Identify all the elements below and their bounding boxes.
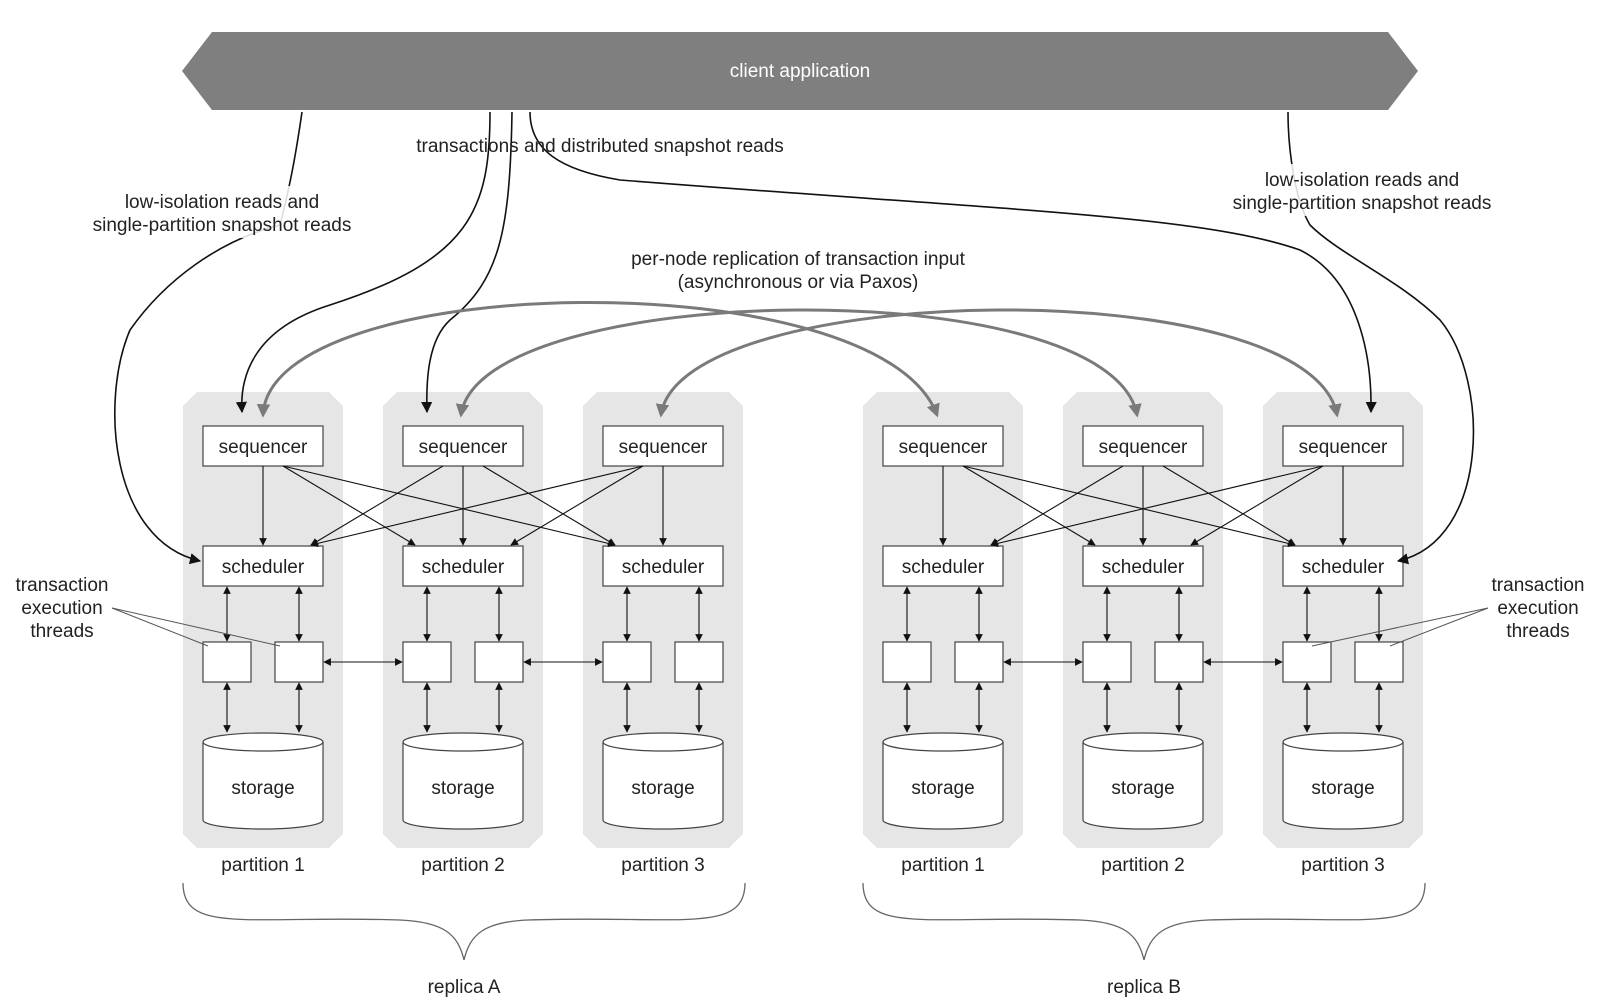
replication-label-line2: (asynchronous or via Paxos) [678, 272, 919, 293]
threads-label-left-line3: threads [30, 621, 93, 642]
transactions-label: transactions and distributed snapshot re… [416, 136, 784, 157]
client-application-bar [182, 32, 1418, 110]
sequencer-label: sequencer [419, 437, 508, 458]
partition-panel [863, 392, 1023, 848]
partition-panel [383, 392, 543, 848]
replication-a2-b2 [455, 308, 1142, 418]
storage-cylinder [202, 742, 324, 830]
storage-label: storage [631, 778, 694, 799]
execution-thread-box [882, 641, 932, 683]
scheduler-box [402, 545, 524, 587]
replication-label-line1: per-node replication of transaction inpu… [631, 249, 965, 270]
partition-label: partition 3 [1301, 855, 1384, 876]
scheduler-box [1282, 545, 1404, 587]
sequencer-box [602, 425, 724, 467]
storage-label: storage [1111, 778, 1174, 799]
partition-label: partition 2 [1101, 855, 1184, 876]
txn-flow-to-b3 [529, 111, 1377, 414]
left-reads-label-line1: low-isolation reads and [125, 192, 319, 213]
execution-thread-box [474, 641, 524, 683]
storage-cylinder-top [882, 732, 1004, 752]
txn-flow-to-a2 [421, 111, 513, 414]
partition-label: partition 3 [621, 855, 704, 876]
sequencer-label: sequencer [1299, 437, 1388, 458]
storage-cylinder [1082, 742, 1204, 830]
execution-thread-box [1354, 641, 1404, 683]
storage-cylinder [402, 742, 524, 830]
storage-label: storage [231, 778, 294, 799]
threads-label-right-line1: transaction [1492, 575, 1585, 596]
partition-panel [183, 392, 343, 848]
sequencer-label: sequencer [899, 437, 988, 458]
storage-cylinder-top [402, 732, 524, 752]
storage-cylinder [882, 742, 1004, 830]
sequencer-box [402, 425, 524, 467]
scheduler-label: scheduler [1102, 557, 1185, 578]
sequencer-label: sequencer [619, 437, 708, 458]
replica-a-brace [182, 882, 746, 961]
execution-thread-box [1154, 641, 1204, 683]
execution-thread-box [402, 641, 452, 683]
execution-thread-box [954, 641, 1004, 683]
threads-label-right-line2: execution [1497, 598, 1578, 619]
threads-label-left-line1: transaction [16, 575, 109, 596]
sequencer-box [882, 425, 1004, 467]
execution-thread-box [274, 641, 324, 683]
replica-b-brace [862, 882, 1426, 961]
scheduler-label: scheduler [902, 557, 985, 578]
storage-label: storage [1311, 778, 1374, 799]
scheduler-label: scheduler [422, 557, 505, 578]
execution-thread-box [674, 641, 724, 683]
scheduler-label: scheduler [622, 557, 705, 578]
scheduler-box [202, 545, 324, 587]
storage-cylinder-top [602, 732, 724, 752]
scheduler-label: scheduler [1302, 557, 1385, 578]
right-reads-label-line2: single-partition snapshot reads [1233, 193, 1492, 214]
replication-a3-b3 [655, 308, 1342, 418]
storage-label: storage [911, 778, 974, 799]
execution-thread-box [1282, 641, 1332, 683]
partition-label: partition 2 [421, 855, 504, 876]
storage-cylinder [1282, 742, 1404, 830]
sequencer-label: sequencer [1099, 437, 1188, 458]
partition-label: partition 1 [221, 855, 304, 876]
execution-thread-box [602, 641, 652, 683]
txn-flow-to-a1 [235, 111, 491, 414]
partition-panel [583, 392, 743, 848]
threads-label-right-line3: threads [1506, 621, 1569, 642]
execution-thread-box [202, 641, 252, 683]
storage-cylinder [602, 742, 724, 830]
scheduler-box [882, 545, 1004, 587]
scheduler-box [1082, 545, 1204, 587]
client-application-label: client application [730, 61, 870, 82]
storage-cylinder-top [1082, 732, 1204, 752]
left-reads-label-line2: single-partition snapshot reads [93, 215, 352, 236]
sequencer-label: sequencer [219, 437, 308, 458]
replica-b-label: replica B [1107, 977, 1181, 998]
partition-panel [1063, 392, 1223, 848]
replication-a1-b1 [256, 300, 940, 418]
replica-a-label: replica A [428, 977, 501, 998]
storage-cylinder-top [1282, 732, 1404, 752]
scheduler-box [602, 545, 724, 587]
execution-thread-box [1082, 641, 1132, 683]
threads-label-left-line2: execution [21, 598, 102, 619]
storage-label: storage [431, 778, 494, 799]
right-reads-label-line1: low-isolation reads and [1265, 170, 1459, 191]
sequencer-box [202, 425, 324, 467]
scheduler-label: scheduler [222, 557, 305, 578]
sequencer-box [1082, 425, 1204, 467]
partition-label: partition 1 [901, 855, 984, 876]
partition-panel [1263, 392, 1423, 848]
storage-cylinder-top [202, 732, 324, 752]
